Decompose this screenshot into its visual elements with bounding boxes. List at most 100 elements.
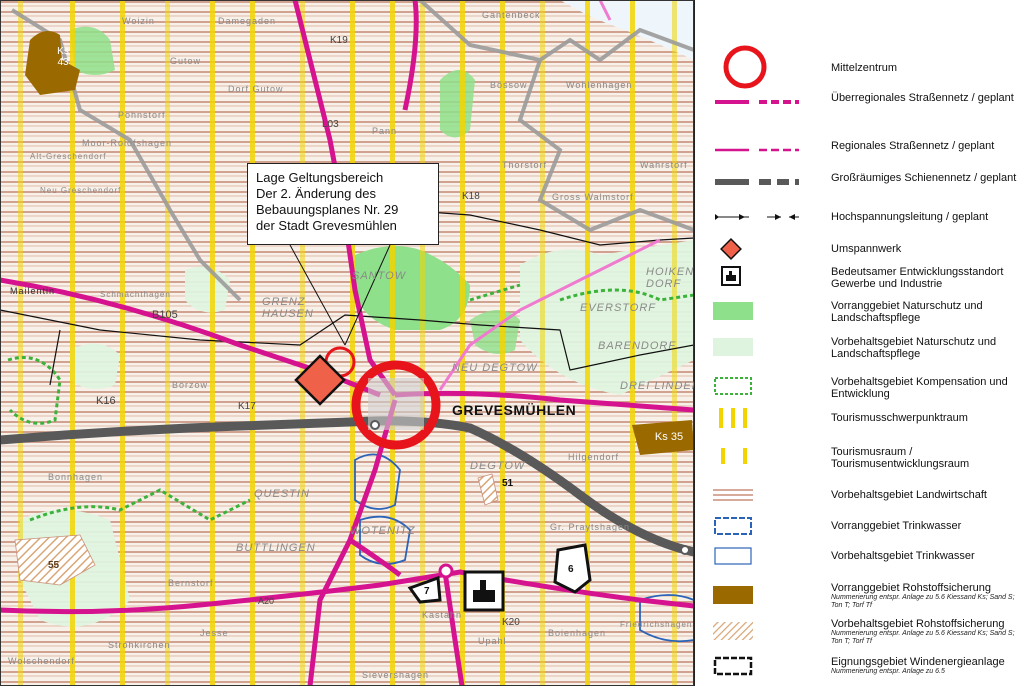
tourism-stripe xyxy=(390,0,395,686)
tourism-stripe xyxy=(210,0,215,686)
callout-line-3: Bebauungsplanes Nr. 29 xyxy=(256,202,399,217)
legend-sub-vorrang-rohstoff: Nummerierung entspr. Anlage zu 5.6 Kiess… xyxy=(831,594,1015,609)
badge-ks43-line2: 43 xyxy=(57,57,69,68)
badge-ks35-text: Ks 35 xyxy=(655,431,683,443)
place-label-wolschendorf: Wolschendorf xyxy=(8,656,75,666)
place-label-bonnhagen: Bonnhagen xyxy=(48,472,104,482)
legend-text-regionales-strassennetz: Regionales Straßennetz / geplant xyxy=(831,140,995,152)
legend-text-vorrang-naturschutz: Vorranggebiet Naturschutz und Landschaft… xyxy=(831,300,983,324)
place-label-woizin: Woizin xyxy=(122,16,155,26)
legend-row-hochspannungsleitung: Hochspannungsleitung / geplant xyxy=(695,209,1032,229)
place-label-dorf-gutow: Dorf Gutow xyxy=(228,84,284,94)
junction-marker xyxy=(438,563,454,579)
place-label-upahl: Upahl xyxy=(478,636,507,646)
legend-symbol-schienennetz xyxy=(709,172,799,204)
legend-sub-eignung-windenergie: Nummerierung entspr. Anlage zu 6.5 xyxy=(831,668,945,675)
place-label-gantenbeck: Gantenbeck xyxy=(482,10,541,20)
road-label-k19: K19 xyxy=(330,35,348,46)
road-label-k17: K17 xyxy=(238,401,256,412)
legend-text-vorbehalt-naturschutz: Vorbehaltsgebiet Naturschutz und Landsch… xyxy=(831,336,997,360)
place-label-wotenitz: WOTENITZ xyxy=(350,525,416,537)
legend-symbol-mittelzentrum xyxy=(717,44,777,90)
badge-ks35: Ks 35 xyxy=(646,432,692,443)
legend-text-vorbehalt-trinkwasser: Vorbehaltsgebiet Trinkwasser xyxy=(831,550,975,562)
tourism-stripe xyxy=(460,0,465,686)
place-label-damegaden: Damegaden xyxy=(218,16,277,26)
substation-symbol xyxy=(294,354,346,406)
legend-symbol-umspannwerk xyxy=(717,236,787,268)
regional-plan-map[interactable]: Woizin Damegaden Gantenbeck Gutow Dorf G… xyxy=(0,0,694,686)
legend-symbol-vorbehalt-naturschutz xyxy=(709,334,779,366)
legend-symbol-vorrang-naturschutz xyxy=(709,298,779,330)
mittelzentrum-symbol xyxy=(351,360,441,450)
place-label-degtow: DEGTOW xyxy=(470,460,526,472)
place-label-thorstorf: Thorstorf xyxy=(502,160,548,170)
legend-row-entwicklungsstandort: Bedeutsamer Entwicklungsstandort Gewerbe… xyxy=(695,264,1032,294)
tourism-stripe xyxy=(500,0,505,686)
place-label-buttlingen: BUTTLINGEN xyxy=(236,542,316,554)
place-label-boessow: Bössow xyxy=(490,80,528,90)
legend-text-tourismusraum: Tourismusraum / Tourismusentwicklungsrau… xyxy=(831,446,970,470)
legend-row-schienennetz: Großräumiges Schienennetz / geplant xyxy=(695,172,1032,202)
place-label-pann: Pann xyxy=(372,126,398,136)
legend-symbol-ueberregionales-strassennetz xyxy=(709,92,799,124)
place-label-boerzow: Börzow xyxy=(172,380,209,390)
nature-strong-areas xyxy=(70,26,520,354)
place-label-gutow: Gutow xyxy=(170,56,202,66)
legend-row-ueberregionales-strassennetz: Überregionales Straßennetz / geplant xyxy=(695,92,1032,122)
legend-row-vorrang-naturschutz: Vorranggebiet Naturschutz und Landschaft… xyxy=(695,298,1032,328)
legend-text-mittelzentrum: Mittelzentrum xyxy=(831,62,898,74)
tourism-stripe xyxy=(672,0,677,686)
city-label: GREVESMÜHLEN xyxy=(452,402,577,418)
place-label-gross-walmstorf: Gross Walmstorf xyxy=(552,192,634,202)
legend-row-vorbehalt-trinkwasser: Vorbehaltsgebiet Trinkwasser xyxy=(695,544,1032,570)
legend-row-vorrang-trinkwasser: Vorranggebiet Trinkwasser xyxy=(695,514,1032,540)
legend-symbol-regionales-strassennetz xyxy=(709,140,799,172)
legend-symbol-entwicklungsstandort xyxy=(717,264,787,296)
legend-title-eignung-windenergie: Eignungsgebiet Windenergieanlage xyxy=(831,656,1005,668)
area-number-7: 7 xyxy=(424,586,430,597)
place-label-barendorf: BARENDORF xyxy=(598,340,677,352)
wind-area-7 xyxy=(407,575,442,604)
legend-row-tourismusschwerpunkt: Tourismusschwerpunktraum xyxy=(695,406,1032,432)
legend-symbol-tourismusraum xyxy=(709,444,779,476)
place-label-boienhagen: Boienhagen xyxy=(548,628,607,638)
callout-line-1: Lage Geltungsbereich xyxy=(256,170,384,185)
legend-symbol-vorrang-rohstoff xyxy=(709,580,779,612)
callout-leaders xyxy=(289,244,391,346)
place-label-grenzhausen: GRENZ HAUSEN xyxy=(262,296,314,320)
raw-material-51 xyxy=(477,473,499,506)
place-label-everstorf: EVERSTORF xyxy=(580,302,657,314)
road-label-a20: A20 xyxy=(258,596,275,606)
legend-symbol-vorbehalt-landwirtschaft xyxy=(709,484,779,516)
road-label-b105: B105 xyxy=(152,309,178,321)
railway xyxy=(0,416,694,557)
legend-text-ueberregionales-strassennetz: Überregionales Straßennetz / geplant xyxy=(831,92,1014,104)
legend-text-hochspannungsleitung: Hochspannungsleitung / geplant xyxy=(831,211,989,223)
place-label-wahrstorf: Wahrstorf xyxy=(640,160,688,170)
place-label-neu-greschendorf: Neu Greschendorf xyxy=(40,186,122,195)
place-label-wohlenhagen: Wohlenhagen xyxy=(566,80,633,90)
place-label-friedrichshagen: Friedrichshagen xyxy=(620,620,693,629)
place-label-greschendorf: Alt-Greschendorf xyxy=(30,152,107,161)
tourism-stripe xyxy=(120,0,125,686)
legend-text-vorrang-trinkwasser: Vorranggebiet Trinkwasser xyxy=(831,520,962,532)
legend-text-tourismusschwerpunkt: Tourismusschwerpunktraum xyxy=(831,412,968,424)
legend-text-umspannwerk: Umspannwerk xyxy=(831,243,902,255)
legend-row-regionales-strassennetz: Regionales Straßennetz / geplant xyxy=(695,140,1032,170)
legend-symbol-vorbehalt-kompensation xyxy=(709,374,779,406)
area-number-6: 6 xyxy=(568,564,574,575)
tourism-stripe xyxy=(630,0,635,686)
place-label-hoiken-dorf: HOIKEN-DORF xyxy=(646,266,694,290)
tourism-stripe xyxy=(18,0,23,686)
legend-symbol-eignung-windenergie xyxy=(709,652,779,684)
badge-ks43: Ks 43 xyxy=(48,46,78,68)
tourism-stripe xyxy=(70,0,75,686)
regional-roads xyxy=(438,0,661,391)
area-number-55: 55 xyxy=(48,560,60,571)
raw-material-ks35 xyxy=(632,420,694,455)
legend-text-schienennetz: Großräumiges Schienennetz / geplant xyxy=(831,172,1017,184)
legend-text-vorbehalt-kompensation: Vorbehaltsgebiet Kompensation und Entwic… xyxy=(831,376,1008,400)
area-number-51: 51 xyxy=(502,478,514,489)
legend-title-vorbehalt-rohstoff: Vorbehaltsgebiet Rohstoffsicherung xyxy=(831,618,1005,630)
